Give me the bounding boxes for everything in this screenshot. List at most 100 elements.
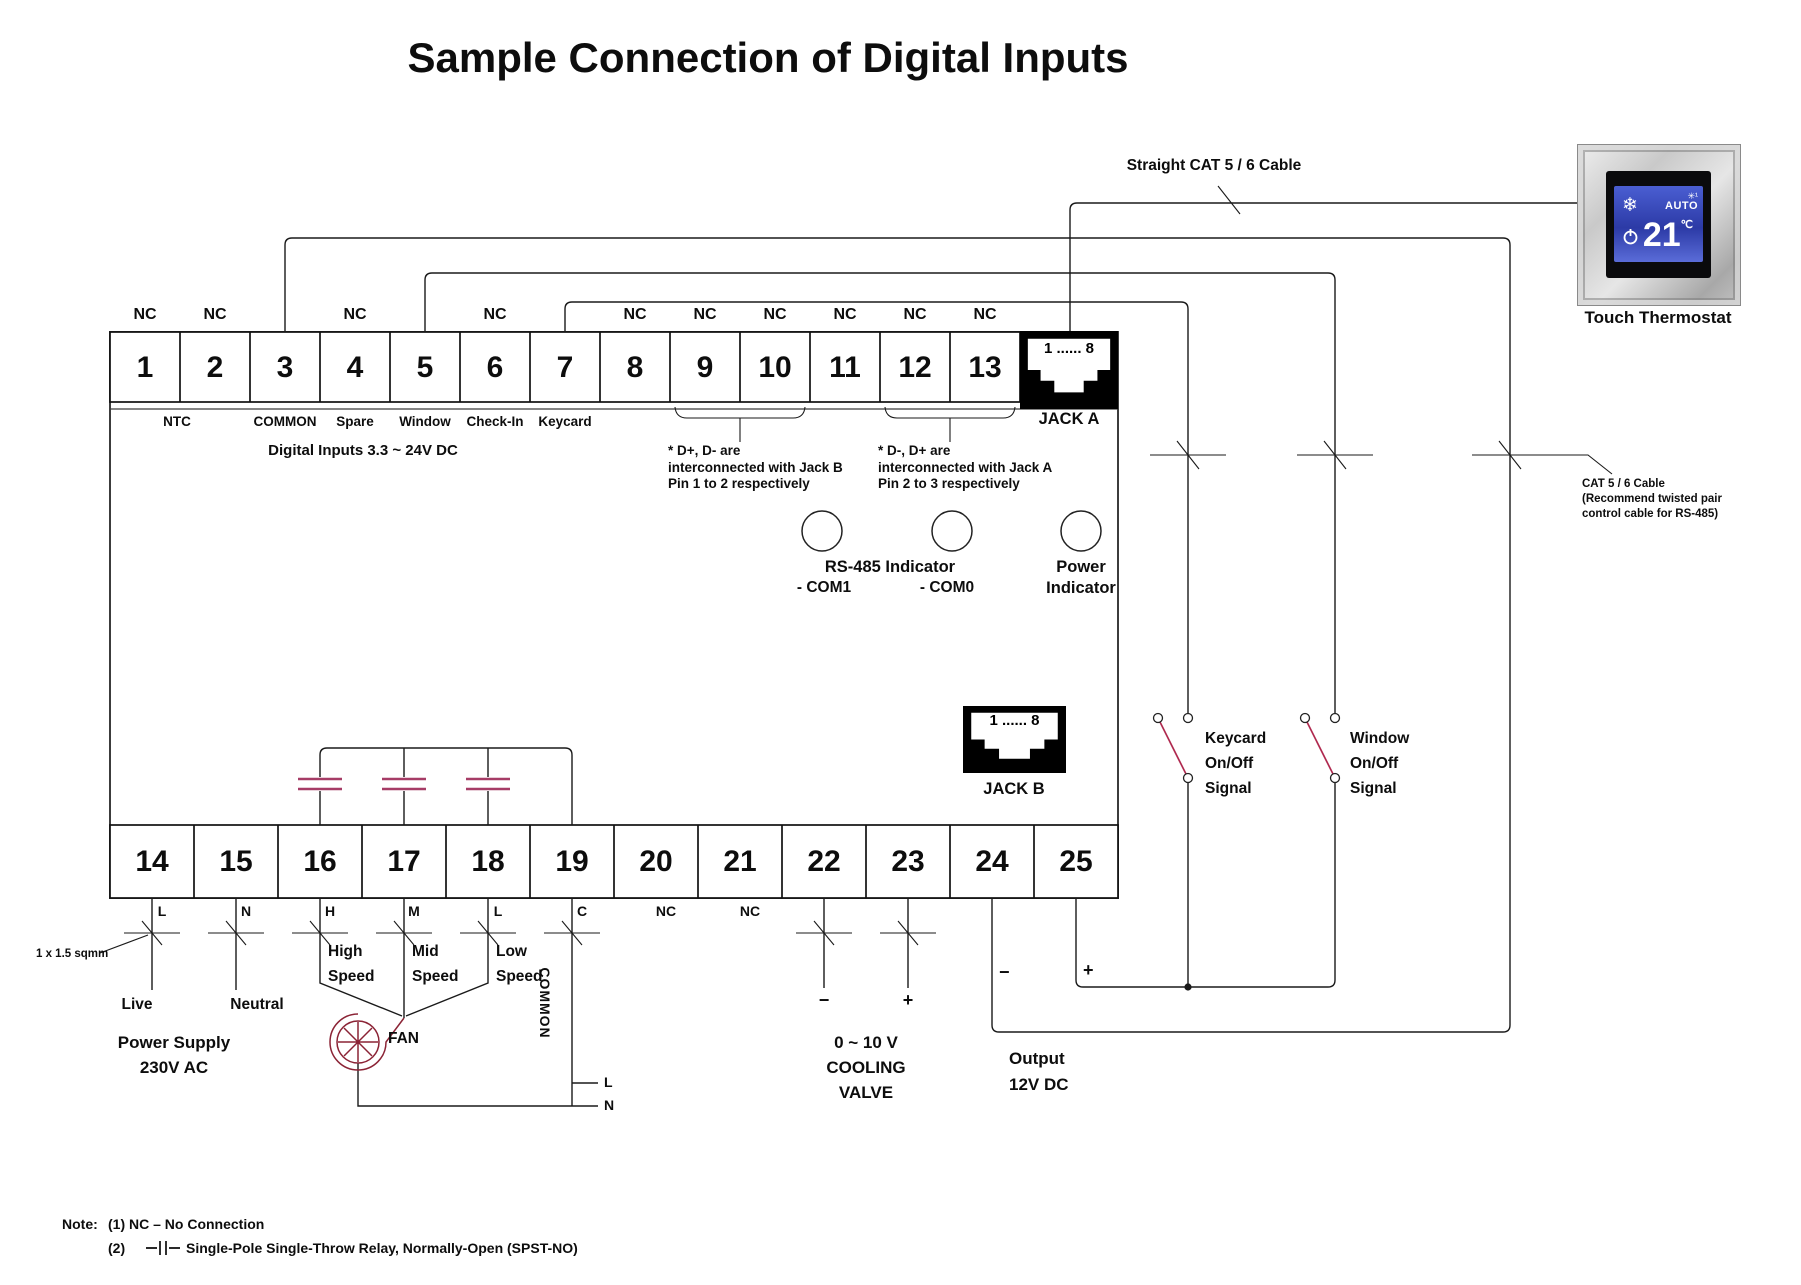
terminal-17: 17 (387, 845, 421, 878)
terminal-14: 14 (135, 845, 169, 878)
sub-label-h16: H (324, 903, 336, 919)
output-12v-label: Output 12V DC (1009, 1049, 1069, 1094)
wire-common-to-output-minus (284, 237, 1511, 1033)
fan-icon (329, 1013, 405, 1071)
com0-label: - COM0 (919, 579, 975, 596)
footnote-prefix: Note: (62, 1216, 98, 1232)
common-vertical-label: COMMON (537, 967, 553, 1039)
keycard-switch-label: Keycard On/Off Signal (1205, 730, 1267, 797)
cable-tick-marks (124, 185, 1548, 946)
fan-speed-icon: ✳¹ (1687, 191, 1698, 201)
nc-label-t6: NC (483, 306, 507, 323)
terminal-19: 19 (555, 845, 589, 878)
note-d-plus-minus: * D+, D- are interconnected with Jack B … (668, 443, 843, 491)
power-indicator-label-1: Power (1056, 558, 1106, 576)
terminal-12: 12 (898, 351, 932, 384)
wire-output-plus (1075, 783, 1336, 988)
live-label: Live (121, 996, 153, 1013)
window-switch-blade (1306, 721, 1334, 775)
bottom-terminal-strip (109, 824, 1119, 899)
brace-terminals-12-13 (884, 406, 1016, 442)
nc-label-t8: NC (623, 306, 647, 323)
wire-keycard-signal (564, 301, 1189, 713)
wire-capacitor-bus (319, 747, 573, 825)
temperature-reading: 21℃ (1642, 216, 1693, 254)
function-common: COMMON (253, 414, 317, 429)
wire-gauge-label: 1 x 1.5 sqmm (36, 948, 109, 960)
jack-b-pins: 1 ...... 8 (989, 712, 1040, 729)
rs485-indicator-label: RS-485 Indicator (824, 558, 956, 576)
note-d-minus-plus: * D-, D+ are interconnected with Jack A … (878, 443, 1053, 491)
jack-a-label: JACK A (1038, 410, 1100, 428)
jack-a-icon: 1 ...... 8 (1020, 331, 1118, 409)
capacitor-low (466, 777, 510, 791)
output-minus-label: − (999, 962, 1010, 982)
valve-plus-label: + (902, 990, 914, 1010)
terminal-16: 16 (303, 845, 337, 878)
nc-label-t11: NC (833, 306, 857, 323)
terminal-4: 4 (346, 351, 364, 384)
sub-label-m17: M (408, 903, 420, 919)
function-spare: Spare (336, 414, 374, 429)
nc-label-t10: NC (763, 306, 787, 323)
sub-label-l18: L (493, 903, 503, 919)
page-title: Sample Connection of Digital Inputs (407, 34, 1129, 81)
terminal-22: 22 (807, 845, 841, 878)
top-terminal-strip (109, 331, 1021, 403)
function-keycard: Keycard (538, 414, 592, 429)
jack-b-label: JACK B (983, 780, 1045, 798)
terminal-1: 1 (136, 351, 154, 384)
terminal-21: 21 (723, 845, 757, 878)
neutral-label: Neutral (230, 996, 284, 1013)
rs485-com0-led (931, 510, 973, 552)
wire-straight-cat5 (1069, 202, 1577, 331)
terminal-6: 6 (486, 351, 504, 384)
function-ntc: NTC (163, 414, 191, 429)
jack-a-pins: 1 ...... 8 (1043, 340, 1095, 357)
rj45-socket-icon (1027, 338, 1111, 393)
footnote-line2-num: (2) (108, 1240, 126, 1256)
terminal-7: 7 (556, 351, 574, 384)
jack-b-icon: 1 ...... 8 (963, 706, 1066, 773)
terminal-25: 25 (1059, 845, 1093, 878)
spst-no-symbol-icon (146, 1241, 180, 1255)
terminal-23: 23 (891, 845, 925, 878)
fan-live-stub-label: L (604, 1074, 613, 1090)
junction-dot (1184, 983, 1192, 991)
terminal-5: 5 (416, 351, 434, 384)
terminal-24: 24 (975, 845, 1009, 878)
output-plus-label: + (1083, 960, 1094, 980)
nc-label-t2: NC (203, 306, 227, 323)
nc-label-t13: NC (973, 306, 997, 323)
function-checkin: Check-In (466, 414, 524, 429)
wire-fan-neutral (357, 1063, 572, 1107)
terminal-20: 20 (639, 845, 673, 878)
annotation-leaders (99, 406, 1613, 954)
fan-neutral-stub-label: N (604, 1097, 615, 1113)
thermostat-caption: Touch Thermostat (1584, 308, 1732, 327)
sub-label-nc21: NC (739, 903, 761, 919)
valve-minus-label: − (818, 990, 830, 1010)
wire-window-signal (424, 272, 1336, 713)
sub-label-nc20: NC (655, 903, 677, 919)
terminal-15: 15 (219, 845, 253, 878)
terminal-3: 3 (276, 351, 294, 384)
terminal-10: 10 (758, 351, 792, 384)
touch-thermostat-image: ❄ ✳¹ AUTO 21℃ (1577, 144, 1741, 306)
capacitor-mid (382, 777, 426, 791)
snowflake-icon: ❄ (1622, 195, 1638, 216)
cat5-cable-label: CAT 5 / 6 Cable (Recommend twisted pair … (1582, 478, 1722, 520)
window-switch-label: Window On/Off Signal (1350, 730, 1410, 797)
rs485-com1-led (801, 510, 843, 552)
thermostat-screen: ❄ ✳¹ AUTO 21℃ (1606, 171, 1711, 278)
power-supply-label: Power Supply 230V AC (117, 1033, 231, 1077)
window-switch (1299, 712, 1341, 784)
terminal-2: 2 (206, 351, 224, 384)
brace-terminals-9-10 (674, 406, 806, 442)
footnote-line1: (1) NC – No Connection (108, 1216, 265, 1232)
wires-bottom-terminals (151, 898, 909, 1107)
